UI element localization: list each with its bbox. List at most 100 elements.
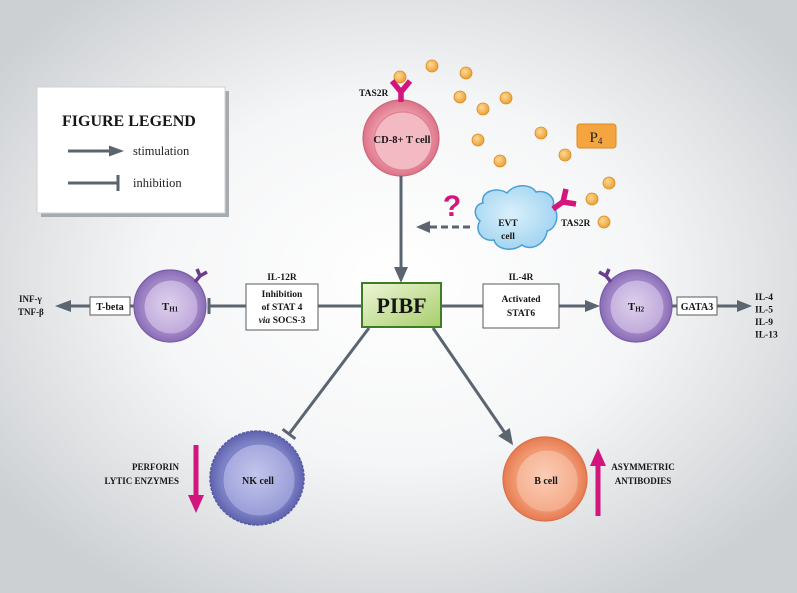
progesterone-molecule bbox=[425, 59, 439, 73]
arrowhead bbox=[585, 300, 600, 312]
th1-cell: TH1 bbox=[133, 268, 208, 343]
pibf-to-nk-inhibition-line bbox=[287, 327, 371, 435]
cd8-cell-label: CD-8+ T cell bbox=[374, 135, 431, 146]
evt-cell-label-line2: cell bbox=[501, 232, 515, 242]
receptor-icon bbox=[193, 268, 208, 284]
progesterone-molecule bbox=[393, 70, 407, 84]
progesterone-molecule bbox=[493, 154, 507, 168]
tbeta-label: T-beta bbox=[96, 302, 123, 313]
nk-cell-label: NK cell bbox=[242, 476, 274, 487]
nk-cell: NK cell bbox=[209, 430, 305, 526]
th2-sub: H2 bbox=[635, 306, 644, 314]
th1-cell-nucleus bbox=[143, 279, 199, 335]
arrow-down-icon bbox=[188, 445, 204, 513]
il12r-label: IL-12R bbox=[267, 273, 297, 283]
progesterone-molecule bbox=[602, 176, 616, 190]
progesterone-molecule bbox=[459, 66, 473, 80]
figure-legend: FIGURE LEGEND stimulation inhibition bbox=[36, 86, 229, 217]
stat4-box-socs3: SOCS-3 bbox=[273, 316, 306, 326]
evt-receptor-label: TAS2R bbox=[561, 219, 591, 229]
evt-cell: EVT cell TAS2R bbox=[474, 185, 591, 250]
receptor-icon bbox=[598, 268, 613, 284]
p4-main: P bbox=[590, 130, 598, 146]
tbeta-output-arrow bbox=[55, 300, 90, 312]
th2-main: T bbox=[628, 301, 636, 313]
th2-output-3: IL-9 bbox=[755, 318, 773, 328]
right-pathway: IL-4R Activated STAT6 TH2 GATA3 IL-4 IL-… bbox=[441, 268, 778, 343]
legend-stimulation-label: stimulation bbox=[133, 144, 190, 158]
th2-cell: TH2 bbox=[598, 268, 673, 343]
inhibition-bar-icon bbox=[68, 175, 120, 191]
th1-cell-label: TH1 bbox=[162, 301, 179, 314]
progesterone-label-box: P4 bbox=[576, 123, 617, 149]
arrowhead bbox=[498, 428, 514, 446]
progesterone-molecule bbox=[471, 133, 485, 147]
evt-cell-body bbox=[474, 185, 558, 250]
pibf-box bbox=[361, 282, 442, 328]
legend-title: FIGURE LEGEND bbox=[62, 113, 196, 130]
progesterone-molecule bbox=[499, 91, 513, 105]
nk-inhibition-bar bbox=[281, 428, 297, 440]
b-cell-nucleus bbox=[515, 449, 579, 513]
nk-effect-line1: PERFORIN bbox=[132, 462, 180, 472]
gata3-label: GATA3 bbox=[681, 302, 713, 313]
th2-output-1: IL-4 bbox=[755, 293, 773, 303]
progesterone-molecule bbox=[597, 215, 611, 229]
arrow-up-icon bbox=[590, 448, 606, 516]
nk-branch: NK cell PERFORIN LYTIC ENZYMES bbox=[105, 327, 371, 526]
cd8-receptor-label: TAS2R bbox=[359, 89, 389, 99]
arrowhead bbox=[55, 300, 71, 312]
th2-cell-nucleus bbox=[609, 279, 665, 335]
b-effect-line2: ANTIBODIES bbox=[615, 476, 672, 486]
gata3-output-arrow bbox=[717, 300, 752, 312]
th1-output-2: TNF-β bbox=[18, 307, 44, 317]
unknown-link-mark: ? bbox=[443, 190, 461, 223]
progesterone-molecules bbox=[393, 59, 616, 229]
decrease-arrowhead bbox=[188, 495, 204, 513]
arrowhead bbox=[737, 300, 752, 312]
th1-sub: H1 bbox=[169, 306, 178, 314]
increase-arrowhead bbox=[590, 448, 606, 466]
b-effect-line1: ASYMMETRIC bbox=[611, 462, 675, 472]
nk-effect-line2: LYTIC ENZYMES bbox=[105, 476, 179, 486]
p4-box bbox=[576, 123, 617, 149]
b-cell: B cell bbox=[502, 436, 588, 522]
legend-box bbox=[36, 86, 226, 214]
il4r-label: IL-4R bbox=[509, 273, 534, 283]
p4-label: P4 bbox=[590, 130, 603, 146]
pibf-label: PIBF bbox=[376, 293, 426, 318]
p4-subscript: 4 bbox=[598, 136, 603, 146]
stat6-box-line1: Activated bbox=[501, 295, 541, 305]
evt-to-pibf-dashed-arrow bbox=[416, 221, 470, 233]
nk-cell-nucleus bbox=[222, 443, 296, 517]
receptor-icon bbox=[551, 188, 577, 212]
b-branch: B cell ASYMMETRIC ANTIBODIES bbox=[431, 327, 675, 522]
stat6-box bbox=[482, 283, 560, 329]
th2-output-2: IL-5 bbox=[755, 306, 773, 316]
progesterone-molecule bbox=[558, 148, 572, 162]
stat4-box-line1: Inhibition bbox=[262, 290, 303, 300]
progesterone-molecule bbox=[534, 126, 548, 140]
cd8-cell-nucleus bbox=[373, 111, 433, 171]
th1-main: T bbox=[162, 301, 170, 313]
th1-output-1: INF-γ bbox=[19, 294, 42, 304]
th2-output-4: IL-13 bbox=[755, 331, 778, 341]
receptor-icon bbox=[389, 79, 413, 102]
dashed-arrowhead bbox=[416, 221, 430, 233]
stat6-box-line2: STAT6 bbox=[507, 309, 535, 319]
cd8-to-pibf-arrow bbox=[394, 176, 408, 283]
b-cell-label: B cell bbox=[534, 476, 558, 487]
legend-stimulation-arrowhead bbox=[109, 145, 124, 157]
progesterone-molecule bbox=[585, 192, 599, 206]
arrow-right-icon bbox=[68, 145, 124, 157]
stat4-box-line2: of STAT 4 bbox=[262, 303, 303, 313]
stat6-to-th2-arrow bbox=[559, 300, 600, 312]
pibf-to-b-cell-arrow bbox=[431, 327, 514, 446]
pibf-node: PIBF bbox=[361, 282, 442, 328]
stat4-box-via: via bbox=[259, 316, 271, 326]
cd8-t-cell: CD-8+ T cell TAS2R bbox=[359, 79, 440, 177]
progesterone-molecule bbox=[453, 90, 467, 104]
